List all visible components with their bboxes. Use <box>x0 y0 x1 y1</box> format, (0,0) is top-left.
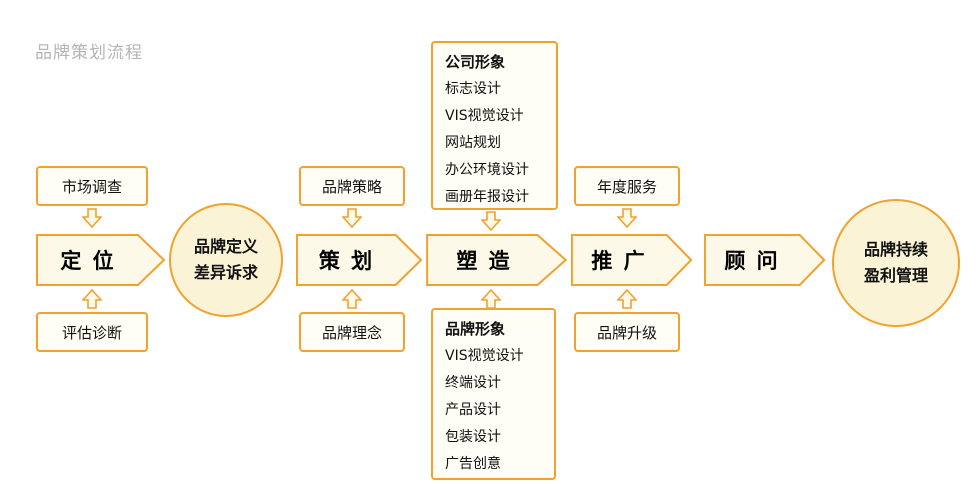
box-brand-strategy: 品牌策略 <box>299 166 405 206</box>
down-arrow-icon <box>617 208 637 228</box>
up-arrow-icon <box>82 289 102 309</box>
box-evaluation-diagnosis: 评估诊断 <box>36 312 148 352</box>
list-item: 标志设计 <box>445 81 501 97</box>
stage-planning: 策 划 <box>296 233 423 287</box>
list-item: 广告创意 <box>445 456 501 472</box>
box-title: 品牌形象 <box>445 320 506 338</box>
box-company-image: 公司形象 标志设计 VIS视觉设计 网站规划 办公环境设计 画册年报设计 <box>431 41 558 210</box>
list-item: 产品设计 <box>445 402 501 418</box>
stage-positioning: 定 位 <box>36 233 166 287</box>
box-market-research: 市场调查 <box>36 166 148 206</box>
box-title: 公司形象 <box>445 53 506 71</box>
up-arrow-icon <box>481 289 501 309</box>
stage-label: 定 位 <box>60 249 116 273</box>
down-arrow-icon <box>82 208 102 228</box>
right-arrow-shape <box>296 233 423 287</box>
right-arrow-shape <box>426 233 568 287</box>
right-arrow-shape <box>36 233 166 287</box>
circle-line: 品牌持续 <box>863 240 928 260</box>
list-item: 画册年报设计 <box>445 189 529 205</box>
right-arrow-shape <box>704 233 826 287</box>
list-item: 办公环境设计 <box>445 162 529 178</box>
list-item: 网站规划 <box>445 135 501 151</box>
list-item: VIS视觉设计 <box>445 108 524 124</box>
circle-brand-definition: 品牌定义 差异诉求 <box>169 203 283 317</box>
box-annual-service: 年度服务 <box>574 166 680 206</box>
list-item: 包装设计 <box>445 429 501 445</box>
stage-shaping: 塑 造 <box>426 233 568 287</box>
page-title: 品牌策划流程 <box>35 43 143 63</box>
stage-label: 推 广 <box>591 249 647 273</box>
stage-consultant: 顾 问 <box>704 233 826 287</box>
list-item: 终端设计 <box>445 375 501 391</box>
box-brand-image: 品牌形象 VIS视觉设计 终端设计 产品设计 包装设计 广告创意 <box>431 308 556 480</box>
right-arrow-shape <box>571 233 693 287</box>
circle-line: 盈利管理 <box>863 266 928 285</box>
down-arrow-icon <box>481 211 501 231</box>
down-arrow-icon <box>342 208 362 228</box>
box-brand-philosophy: 品牌理念 <box>299 312 405 352</box>
box-brand-upgrade: 品牌升级 <box>574 312 680 352</box>
stage-label: 顾 问 <box>724 249 780 273</box>
stage-label: 塑 造 <box>456 249 512 273</box>
circle-line: 品牌定义 <box>193 237 258 257</box>
list-item: VIS视觉设计 <box>445 348 524 364</box>
stage-label: 策 划 <box>318 249 375 273</box>
stage-promotion: 推 广 <box>571 233 693 287</box>
circle-profit-management: 品牌持续 盈利管理 <box>832 199 960 327</box>
up-arrow-icon <box>617 289 637 309</box>
up-arrow-icon <box>342 289 362 309</box>
circle-line: 差异诉求 <box>193 263 258 282</box>
